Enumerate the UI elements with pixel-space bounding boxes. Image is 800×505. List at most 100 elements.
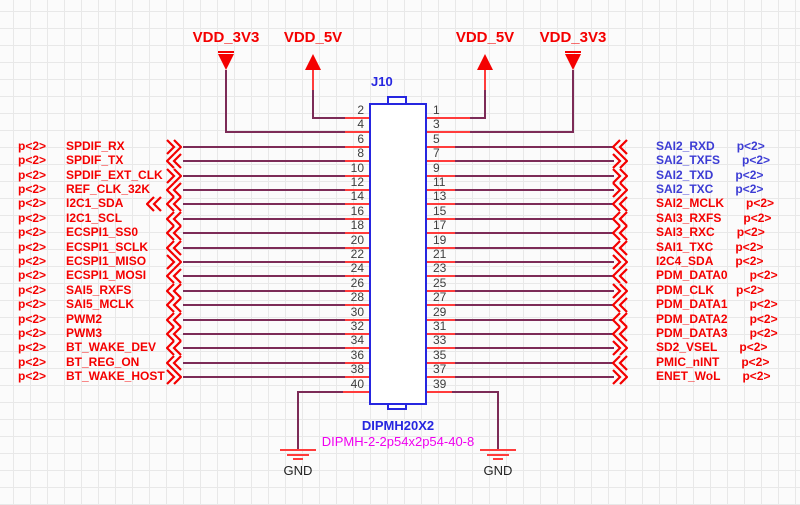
net-label-right[interactable]: SAI3_RXFS <box>656 211 722 225</box>
net-wire-right[interactable] <box>455 304 614 306</box>
net-port-right[interactable]: p<2> <box>749 297 778 311</box>
power-net-label-vdd-3v3-right[interactable]: VDD_3V3 <box>539 29 607 46</box>
connector-designator[interactable]: J10 <box>371 74 393 89</box>
pin-number-left[interactable]: 36 <box>350 348 364 362</box>
net-wire-vdd5v-left[interactable] <box>312 90 314 119</box>
net-port-left[interactable]: p<2> <box>18 168 47 182</box>
net-wire-right[interactable] <box>455 189 614 191</box>
pin-number-right[interactable]: 35 <box>433 348 447 362</box>
net-port-left[interactable]: p<2> <box>18 153 47 167</box>
net-port-right[interactable]: p<2> <box>736 139 765 153</box>
pin-number-left[interactable]: 38 <box>350 362 364 376</box>
net-label-left[interactable]: SPDIF_TX <box>66 153 124 167</box>
net-port-left[interactable]: p<2> <box>18 340 47 354</box>
net-port-left[interactable]: p<2> <box>18 139 47 153</box>
net-label-left[interactable]: BT_REG_ON <box>66 355 140 369</box>
pin-number-left[interactable]: 18 <box>350 218 364 232</box>
net-label-left[interactable]: PWM2 <box>66 312 102 326</box>
net-port-right[interactable]: p<2> <box>736 225 765 239</box>
net-wire-gnd-left[interactable] <box>297 392 299 449</box>
connector-body[interactable] <box>369 103 427 405</box>
pin-number-right[interactable]: 1 <box>433 103 440 117</box>
gnd-label-left[interactable]: GND <box>283 463 313 478</box>
pin-number-right[interactable]: 23 <box>433 261 447 275</box>
net-wire-left[interactable] <box>183 347 345 349</box>
net-wire-right[interactable] <box>455 362 614 364</box>
net-wire-left[interactable] <box>183 160 345 162</box>
net-wire-right[interactable] <box>455 203 614 205</box>
net-label-left[interactable]: PWM3 <box>66 326 102 340</box>
net-wire-left[interactable] <box>183 333 345 335</box>
pin-number-left[interactable]: 8 <box>357 146 364 160</box>
pin-number-left[interactable]: 14 <box>350 189 364 203</box>
net-label-left[interactable]: ECSPI1_SS0 <box>66 225 139 239</box>
pin-number-left[interactable]: 32 <box>350 319 364 333</box>
net-wire-right[interactable] <box>455 376 614 378</box>
net-wire-left[interactable] <box>183 175 345 177</box>
pin-number-right[interactable]: 9 <box>433 161 440 175</box>
net-label-right[interactable]: PDM_DATA1 <box>656 297 728 311</box>
net-port-left[interactable]: p<2> <box>18 369 47 383</box>
net-label-right[interactable]: PDM_DATA3 <box>656 326 728 340</box>
net-wire-vdd5v-left[interactable] <box>312 117 347 119</box>
pin-number-left[interactable]: 2 <box>357 103 364 117</box>
net-wire-right[interactable] <box>455 232 614 234</box>
net-port-right[interactable]: p<2> <box>736 283 765 297</box>
net-label-right[interactable]: SAI2_TXC <box>656 182 714 196</box>
net-port-right[interactable]: p<2> <box>735 168 764 182</box>
net-wire-right[interactable] <box>455 290 614 292</box>
pin-number-right[interactable]: 39 <box>433 377 447 391</box>
net-label-row-right[interactable]: PDM_DATA3 p<2> <box>656 326 778 340</box>
power-net-label-vdd-5v-left[interactable]: VDD_5V <box>283 29 343 46</box>
net-wire-right[interactable] <box>455 160 614 162</box>
net-port-right[interactable]: p<2> <box>749 326 778 340</box>
net-wire-left[interactable] <box>183 189 345 191</box>
net-wire-vdd3v3-right[interactable] <box>470 131 574 133</box>
pin-number-right[interactable]: 33 <box>433 333 447 347</box>
net-label-row-right[interactable]: PDM_DATA1 p<2> <box>656 297 778 311</box>
net-label-right[interactable]: SAI2_TXFS <box>656 153 721 167</box>
net-wire-vdd3v3-left[interactable] <box>225 131 347 133</box>
net-port-left[interactable]: p<2> <box>18 326 47 340</box>
net-wire-right[interactable] <box>455 218 614 220</box>
pin-number-left[interactable]: 28 <box>350 290 364 304</box>
net-wire-left[interactable] <box>183 146 345 148</box>
net-label-right[interactable]: SAI2_MCLK <box>656 196 725 210</box>
pin-number-left[interactable]: 16 <box>350 204 364 218</box>
net-port-right[interactable]: p<2> <box>749 312 778 326</box>
pin-number-right[interactable]: 37 <box>433 362 447 376</box>
net-label-left[interactable]: I2C1_SCL <box>66 211 123 225</box>
pin-number-right[interactable]: 11 <box>433 175 446 189</box>
net-label-right[interactable]: SAI2_RXD <box>656 139 715 153</box>
net-wire-vdd5v-right[interactable] <box>470 117 486 119</box>
net-port-left[interactable]: p<2> <box>18 240 47 254</box>
net-label-right[interactable]: SD2_VSEL <box>656 340 718 354</box>
connector-footprint[interactable]: DIPMH-2-2p54x2p54-40-8 <box>321 434 475 449</box>
net-wire-vdd3v3-left[interactable] <box>225 70 227 133</box>
pin-number-right[interactable]: 3 <box>433 117 440 131</box>
net-port-right[interactable]: p<2> <box>742 153 771 167</box>
net-label-left[interactable]: REF_CLK_32K <box>66 182 151 196</box>
net-port-left[interactable]: p<2> <box>18 225 47 239</box>
pin-number-right[interactable]: 7 <box>433 146 440 160</box>
pin-number-right[interactable]: 19 <box>433 233 447 247</box>
net-wire-right[interactable] <box>455 275 614 277</box>
net-label-right[interactable]: PDM_CLK <box>656 283 715 297</box>
net-port-right[interactable]: p<2> <box>743 211 772 225</box>
pin-number-left[interactable]: 22 <box>350 247 364 261</box>
net-label-left[interactable]: SAI5_MCLK <box>66 297 135 311</box>
net-label-left[interactable]: SPDIF_RX <box>66 139 125 153</box>
net-label-left[interactable]: SAI5_RXFS <box>66 283 132 297</box>
pin-number-right[interactable]: 13 <box>433 189 447 203</box>
connector-value[interactable]: DIPMH20X2 <box>361 418 435 433</box>
pin-number-right[interactable]: 17 <box>433 218 447 232</box>
net-port-left[interactable]: p<2> <box>18 196 47 210</box>
net-wire-left[interactable] <box>183 261 345 263</box>
